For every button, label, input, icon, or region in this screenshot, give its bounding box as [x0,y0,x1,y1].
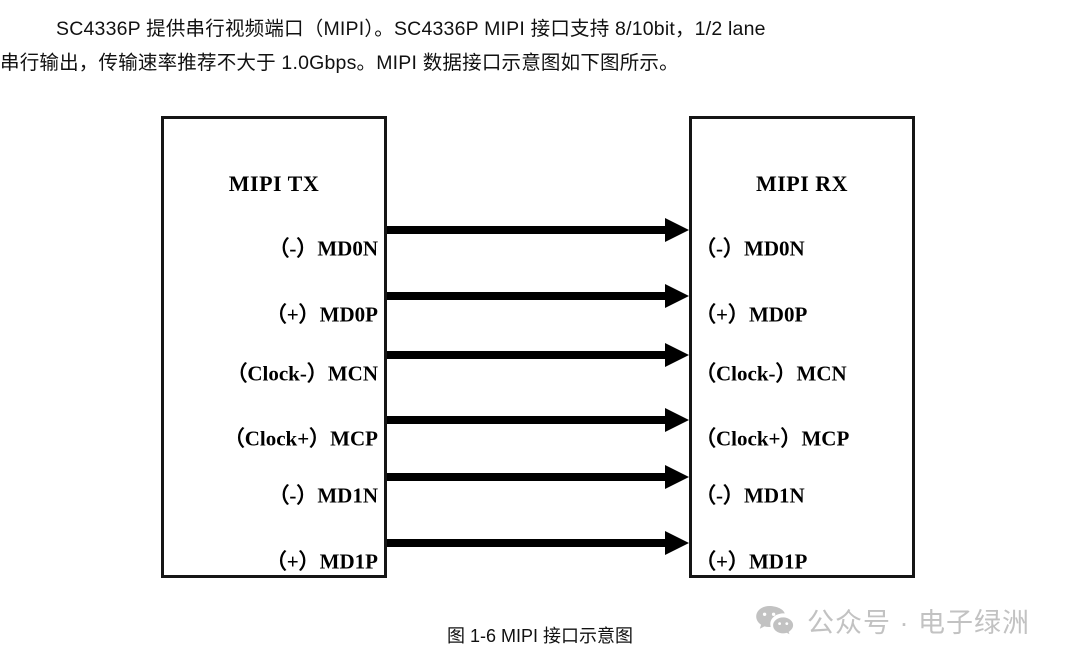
wechat-watermark: 公众号 · 电子绿洲 [755,601,1030,640]
figure-caption: 图 1-6 MIPI 接口示意图 [446,626,634,646]
mipi-rx-box: MIPI RX （-）MD0N （+）MD0P （Clock-）MCN （Clo… [689,116,915,578]
arrow-shaft [387,416,667,424]
rx-pin-md1p: （+）MD1P [695,549,808,574]
mipi-tx-title: MIPI TX [228,171,320,196]
rx-pin-mcn: （Clock-）MCN [695,361,847,386]
arrow-head-icon [665,408,689,432]
rx-pin-md1n: （-）MD1N [695,483,805,508]
tx-pin-md0n: （-）MD0N [268,236,378,261]
tx-pin-md1n: （-）MD1N [268,483,378,508]
mipi-rx-title: MIPI RX [755,171,849,196]
arrow-head-icon [665,531,689,555]
rx-pin-md0p: （+）MD0P [695,302,808,327]
signal-arrow-md0n [387,218,689,242]
arrow-head-icon [665,465,689,489]
signal-arrow-md0p [387,284,689,308]
paragraph-line-1: SC4336P 提供串行视频端口（MIPI）。SC4336P MIPI 接口支持… [56,18,766,40]
arrow-head-icon [665,284,689,308]
paragraph-line-2: 串行输出，传输速率推荐不大于 1.0Gbps。MIPI 数据接口示意图如下图所示… [0,52,679,74]
arrow-head-icon [665,343,689,367]
signal-arrow-md1n [387,465,689,489]
intro-paragraph: SC4336P 提供串行视频端口（MIPI）。SC4336P MIPI 接口支持… [0,12,1060,80]
arrow-shaft [387,351,667,359]
arrow-shaft [387,292,667,300]
arrow-shaft [387,226,667,234]
arrow-shaft [387,539,667,547]
rx-pin-mcp: （Clock+）MCP [695,426,850,451]
tx-pin-mcn: （Clock-）MCN [226,361,378,386]
tx-pin-mcp: （Clock+）MCP [223,426,378,451]
tx-pin-md0p: （+）MD0P [265,302,378,327]
signal-arrow-md1p [387,531,689,555]
tx-pin-md1p: （+）MD1P [265,549,378,574]
signal-arrow-mcp [387,408,689,432]
arrow-head-icon [665,218,689,242]
rx-pin-md0n: （-）MD0N [695,236,805,261]
arrow-shaft [387,473,667,481]
wechat-icon [755,604,795,638]
mipi-tx-box: MIPI TX （-）MD0N （+）MD0P （Clock-）MCN （Clo… [161,116,387,578]
watermark-text: 公众号 · 电子绿洲 [807,608,1030,638]
signal-arrow-mcn [387,343,689,367]
mipi-interface-diagram: MIPI TX （-）MD0N （+）MD0P （Clock-）MCN （Clo… [0,100,1080,600]
